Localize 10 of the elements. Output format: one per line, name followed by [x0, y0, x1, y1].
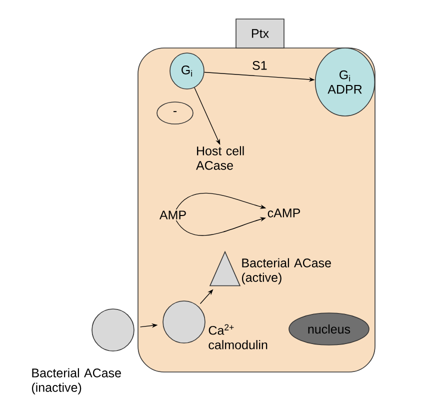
enzyme-label: Host cell ACase: [196, 146, 244, 170]
side-label: Bacterial ACase (active): [242, 258, 331, 284]
edge-label: S1: [252, 61, 267, 70]
circle-symbol: [162, 300, 206, 344]
circle-symbol: [92, 308, 134, 352]
toxin-box: Ptx: [236, 18, 284, 48]
product-label: cAMP: [268, 208, 300, 218]
substrate-label: AMP: [160, 210, 186, 220]
side-label: Bacterial ACase (inactive): [32, 368, 121, 394]
side-label: Ca$^{2+}$ calmodulin: [208, 324, 268, 350]
